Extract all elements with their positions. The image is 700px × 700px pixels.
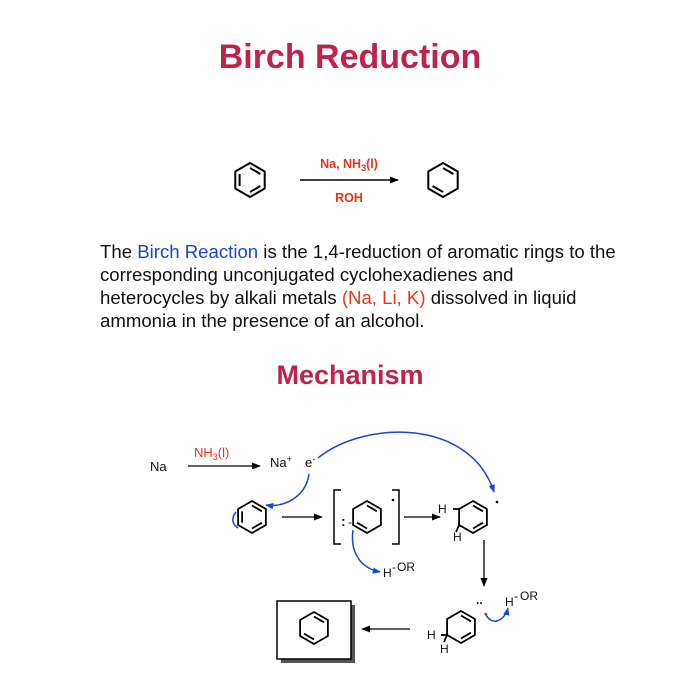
h-label-d: H xyxy=(440,642,449,656)
or-label-2: OR xyxy=(520,589,538,603)
cyclohexadiene-product xyxy=(427,161,459,199)
cyclohexadienyl-radical xyxy=(453,499,488,535)
benzene-reactant xyxy=(234,161,266,199)
dash-hor-2: - xyxy=(514,589,518,603)
reagent-na-nh3: Na, NH3(l) xyxy=(320,157,378,173)
bracket-right xyxy=(392,489,400,545)
second-electron-arrow xyxy=(317,431,495,493)
description: The Birch Reaction is the 1,4-reduction … xyxy=(100,241,616,331)
nh3-label: NH3(l) xyxy=(194,445,229,462)
reagent-roh: ROH xyxy=(335,191,363,205)
lone-pair-label: .. xyxy=(476,593,483,607)
electron-label: e- xyxy=(305,454,315,470)
radical-dot xyxy=(391,498,395,502)
benzene-curved-arrow-tail xyxy=(232,511,239,529)
electron-transfer-arrow xyxy=(265,473,310,510)
h-label-a: H xyxy=(438,502,447,516)
anion-minus-label: - xyxy=(484,606,488,620)
product-box xyxy=(276,600,352,660)
benzene-mechanism xyxy=(237,499,267,535)
h-label-c: H xyxy=(427,628,436,642)
protonation-arrow-1 xyxy=(351,529,381,574)
anion-charge-label: - xyxy=(348,515,352,529)
na-label: Na xyxy=(150,459,167,474)
bracket-left xyxy=(333,489,341,545)
radical-dot-label: : xyxy=(341,513,346,529)
h-label-hor-2: H xyxy=(505,595,514,609)
birch-reaction-term: Birch Reaction xyxy=(137,241,259,262)
alkali-metals-term: (Na, Li, K) xyxy=(341,287,426,308)
radical-anion xyxy=(352,499,382,535)
radical-dot-2 xyxy=(495,500,499,504)
cyclohexadienyl-anion xyxy=(441,609,476,645)
or-label-1: OR xyxy=(397,560,415,574)
h-label-b: H xyxy=(453,530,462,544)
h-label-hor-1: H xyxy=(383,566,392,580)
page-title: Birch Reduction xyxy=(218,38,482,76)
cyclohexadiene-final xyxy=(299,610,329,646)
na-plus-label: Na+ xyxy=(270,454,292,470)
dash-hor-1: - xyxy=(392,560,396,574)
mechanism-title: Mechanism xyxy=(276,360,424,390)
protonation-arrow-2 xyxy=(484,607,510,622)
